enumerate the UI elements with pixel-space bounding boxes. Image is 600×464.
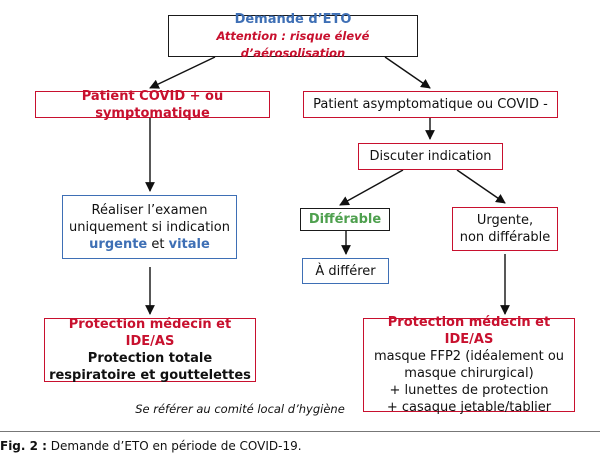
- caption-divider: [0, 431, 600, 432]
- patient-asympt-label: Patient asymptomatique ou COVID -: [313, 97, 548, 112]
- discuter-label: Discuter indication: [369, 149, 492, 164]
- node-patient-covid: Patient COVID + ou symptomatique: [35, 89, 270, 121]
- urgente-line2: non différable: [459, 230, 551, 245]
- arrow-demande-to-asympt: [384, 56, 431, 89]
- node-discuter-indication: Discuter indication: [358, 143, 503, 170]
- urgente-line1: Urgente,: [476, 213, 534, 228]
- protection-right-title: Protection médecin et IDE/AS: [387, 315, 551, 347]
- protection-right-line3: + lunettes de protection: [389, 383, 549, 398]
- a-differer-label: À différer: [315, 263, 376, 279]
- node-patient-asymptomatique: Patient asymptomatique ou COVID -: [303, 91, 558, 118]
- arrow-demande-to-covid: [149, 56, 216, 89]
- protection-right-line4: + casaque jetable/tablier: [386, 400, 552, 415]
- node-realiser-examen: Réaliser l’examen uniquement si indicati…: [62, 195, 237, 259]
- hygiene-note: Se référer au comité local d’hygiène: [135, 402, 345, 416]
- node-demande-eto: Demande d’ETO Attention : risque élevé d…: [168, 12, 418, 60]
- figure-caption: Fig. 2 : Demande d’ETO en période de COV…: [0, 439, 302, 453]
- node-a-differer: À différer: [302, 258, 389, 284]
- protection-right-line1: masque FFP2 (idéalement ou: [373, 349, 565, 364]
- protection-right-line2: masque chirurgical): [404, 366, 534, 381]
- arrow-discuter-to-differable: [339, 169, 404, 206]
- protection-left-line1: Protection totale: [87, 351, 213, 366]
- protection-left-title: Protection médecin et IDE/AS: [68, 317, 232, 349]
- demande-title: Demande d’ETO: [234, 11, 352, 27]
- arrow-discuter-to-urgente: [456, 169, 506, 204]
- node-protection-right: Protection médecin et IDE/AS masque FFP2…: [363, 315, 575, 415]
- caption-label: Fig. 2 :: [0, 439, 47, 453]
- realiser-line3: urgente et vitale: [89, 236, 210, 253]
- node-urgente-non-differable: Urgente, non différable: [452, 207, 558, 251]
- caption-text: Demande d’ETO en période de COVID-19.: [50, 439, 302, 453]
- realiser-line2: uniquement si indication: [69, 219, 230, 235]
- node-protection-left: Protection médecin et IDE/AS Protection …: [44, 317, 256, 383]
- realiser-et: et: [151, 236, 165, 252]
- realiser-line1: Réaliser l’examen: [91, 202, 208, 218]
- demande-warning: Attention : risque élevé d’aérosolisatio…: [216, 28, 370, 60]
- differable-label: Différable: [308, 212, 382, 227]
- realiser-vitale: vitale: [168, 236, 210, 252]
- realiser-urgente: urgente: [89, 236, 148, 252]
- node-differable: Différable: [300, 208, 390, 231]
- patient-covid-label: Patient COVID + ou symptomatique: [81, 88, 224, 121]
- protection-left-line2: respiratoire et gouttelettes: [49, 368, 251, 383]
